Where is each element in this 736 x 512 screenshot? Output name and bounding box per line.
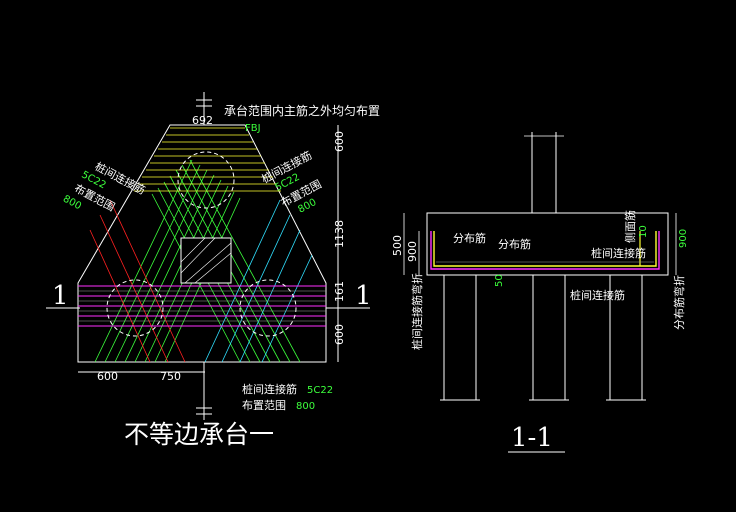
- pile-left: [106, 279, 164, 337]
- pile-top: [177, 151, 235, 209]
- section-marker-left: 1: [52, 281, 69, 311]
- section-view: 500 900 900 50 10 分布筋 分布筋 桩间连接筋 桩间连接筋 侧面…: [391, 132, 689, 453]
- bottom-label-4: 800: [296, 401, 315, 412]
- rebar-bottom-magenta: [78, 285, 326, 327]
- rebar-top-yellow: [134, 127, 281, 192]
- section-marker-right: 1: [355, 281, 372, 311]
- dim-bottom-2: 750: [160, 370, 181, 383]
- rebar-bottom-grey: [78, 290, 326, 322]
- label-fenbu-2: 分布筋: [498, 237, 531, 251]
- label-fenbu-1: 分布筋: [453, 231, 486, 245]
- bottom-label-2: 5C22: [307, 385, 333, 396]
- dim-500: 500: [391, 235, 404, 256]
- dim-10: 10: [638, 225, 649, 238]
- plan-view: 1 1 692 FBJ 承台范围内主筋之外均匀布置 600 1138 161 6…: [46, 92, 380, 449]
- rebar-red-left: [89, 199, 186, 363]
- pile-right: [239, 279, 297, 337]
- note-top: 承台范围内主筋之外均匀布置: [224, 103, 380, 118]
- dim-right-2: 1138: [333, 220, 346, 248]
- dim-top: 692: [192, 114, 213, 127]
- dim-bottom-1: 600: [97, 370, 118, 383]
- column: [180, 237, 232, 284]
- cap-section: [426, 212, 669, 276]
- label-zhuangjian-2: 桩间连接筋: [570, 288, 625, 302]
- bottom-label-1: 桩间连接筋: [242, 382, 297, 396]
- label-vert-left: 桩间连接筋弯折: [410, 273, 424, 350]
- section-piles: [440, 275, 646, 401]
- cap-outline: [77, 124, 327, 363]
- section-title: 1-1: [511, 423, 553, 453]
- dim-50: 50: [494, 274, 505, 287]
- label-vert-right: 分布筋弯折: [672, 275, 686, 330]
- plan-title: 不等边承台一: [124, 420, 274, 449]
- fbj-label: FBJ: [245, 123, 261, 134]
- bottom-label-3: 布置范围: [242, 398, 286, 412]
- dim-900-right: 900: [678, 229, 689, 248]
- dim-right-3: 161: [333, 281, 346, 302]
- dim-right-1: 600: [333, 131, 346, 152]
- label-zhuangjian-1: 桩间连接筋: [591, 246, 646, 260]
- dim-900-left: 900: [406, 241, 419, 262]
- dim-right-4: 600: [333, 324, 346, 345]
- label-cemian: 侧面筋: [623, 210, 637, 243]
